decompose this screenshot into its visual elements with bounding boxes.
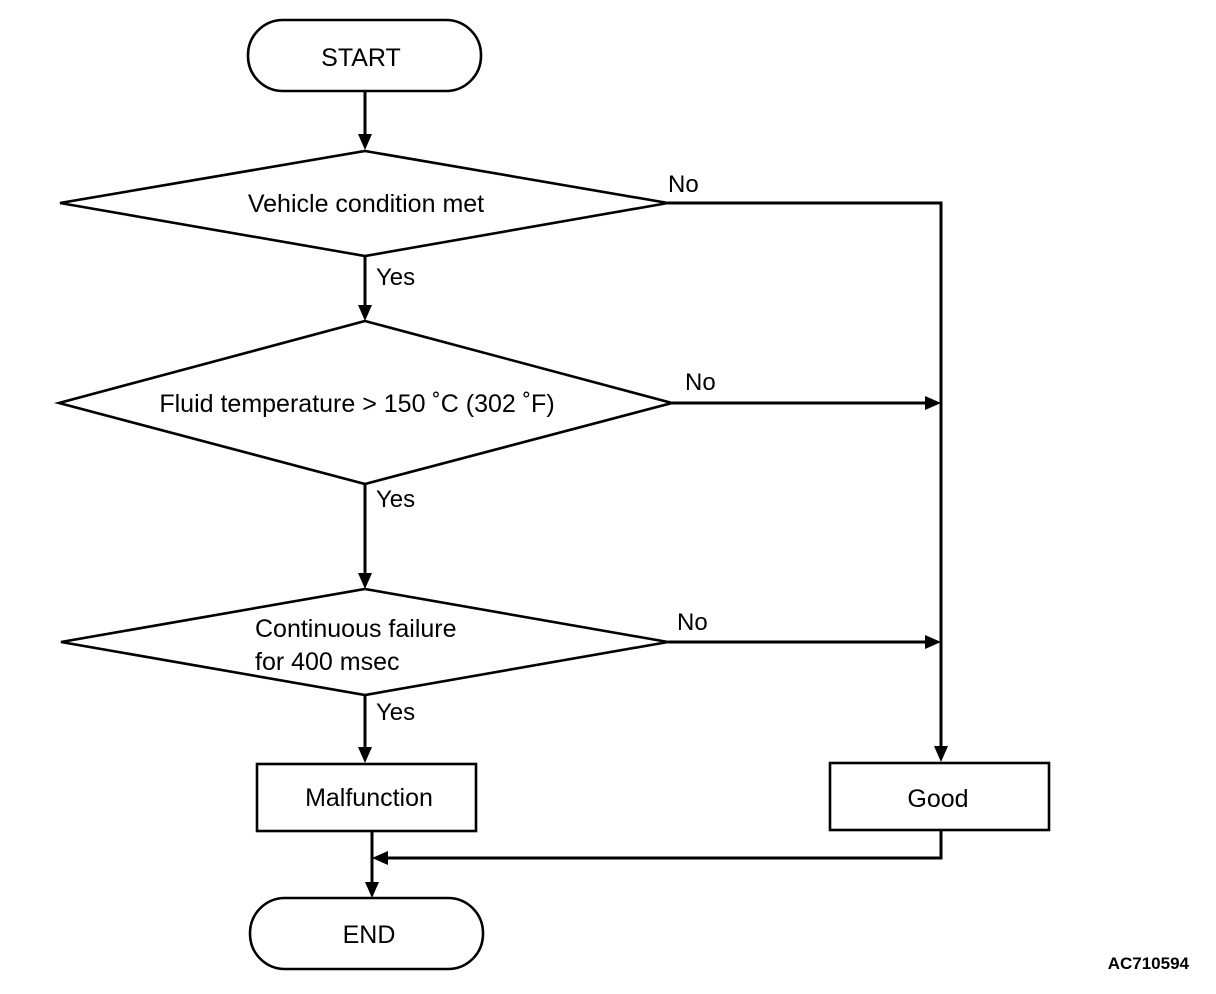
process-good	[828, 761, 1051, 832]
process-malfunction-label: Malfunction	[305, 784, 433, 812]
decision-continuous-failure-label-line1: Continuous failure	[255, 615, 457, 643]
start-label: START	[321, 44, 401, 72]
end-terminator	[248, 896, 485, 971]
decision-fluid-temperature-label: Fluid temperature > 150 ˚C (302 ˚F)	[159, 390, 554, 418]
arrowhead	[365, 882, 379, 898]
edge-label-yes-2: Yes	[376, 486, 415, 513]
edge-label-no-2: No	[685, 369, 716, 396]
edge-label-no-3: No	[677, 609, 708, 636]
arrowhead	[358, 134, 372, 150]
end-label: END	[343, 921, 396, 949]
process-good-label: Good	[907, 785, 968, 813]
process-malfunction	[255, 762, 478, 833]
arrowhead	[358, 305, 372, 321]
arrowhead	[925, 635, 941, 649]
decision-continuous-failure-label-line2: for 400 msec	[255, 648, 400, 676]
reference-code: AC710594	[1108, 954, 1190, 973]
arrowhead	[934, 746, 948, 762]
edge-label-yes-1: Yes	[376, 264, 415, 291]
connector-good-to-merge	[388, 830, 943, 860]
edge-label-yes-3: Yes	[376, 699, 415, 726]
arrowhead	[925, 396, 941, 410]
arrowhead	[358, 747, 372, 763]
arrowhead	[372, 851, 388, 865]
arrowhead	[358, 573, 372, 589]
connector-no-trunk-to-good	[668, 201, 943, 746]
decision-vehicle-condition-label: Vehicle condition met	[248, 190, 484, 218]
edge-label-no-1: No	[668, 171, 699, 198]
